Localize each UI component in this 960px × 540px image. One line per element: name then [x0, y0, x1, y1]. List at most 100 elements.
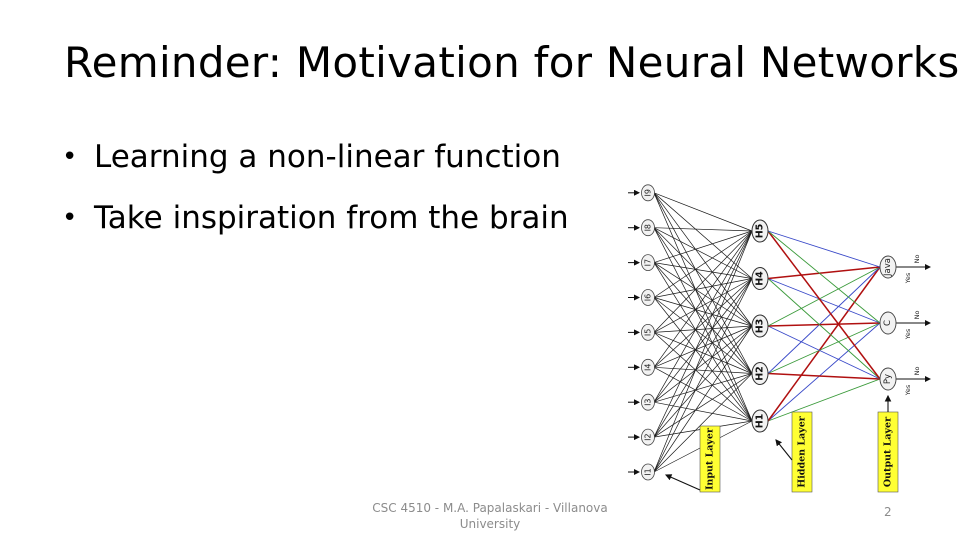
hidden-node	[751, 314, 769, 338]
input-node	[641, 463, 655, 481]
bullet-text: Take inspiration from the brain	[94, 200, 569, 236]
output-no-label: No	[913, 367, 921, 376]
edge-input-hidden	[653, 278, 753, 473]
output-yes-label: Yes	[904, 328, 912, 340]
output-node-label: C	[883, 320, 893, 326]
hidden-node-label: H4	[755, 271, 766, 286]
edge-hidden-output	[767, 230, 881, 380]
slide-title: Reminder: Motivation for Neural Networks	[64, 38, 960, 87]
output-yes-label: Yes	[904, 272, 912, 284]
input-node-label: I4	[644, 364, 653, 371]
edge-hidden-output	[767, 266, 881, 280]
edge-input-hidden	[653, 230, 753, 438]
edge-input-hidden	[653, 297, 753, 327]
edge-input-hidden	[653, 325, 753, 333]
edge-input-hidden	[653, 192, 753, 279]
edge-input-hidden	[653, 230, 753, 263]
edge-input-hidden	[653, 262, 753, 374]
edge-input-hidden	[653, 325, 753, 438]
input-node-label: I8	[644, 224, 653, 231]
input-hidden-edges	[653, 192, 753, 473]
hidden-layer-pointer	[775, 439, 793, 461]
hidden-node	[751, 219, 769, 243]
edge-input-hidden	[653, 325, 753, 403]
edge-input-hidden	[653, 227, 753, 279]
edge-input-hidden	[653, 373, 753, 438]
edge-input-hidden	[653, 227, 753, 232]
bullet-text: Learning a non-linear function	[94, 139, 561, 175]
input-node	[641, 323, 655, 341]
output-no-label: No	[913, 311, 921, 320]
input-node-label: I5	[644, 329, 653, 336]
input-layer-label: Input Layer	[705, 427, 716, 490]
input-node-label: I7	[644, 259, 653, 266]
neural-network-diagram: I1I2I3I4I5I6I7I8I9H1H2H3H4H5PyYesNoCYesN…	[628, 184, 931, 493]
hidden-layer-label-box	[791, 411, 813, 493]
bullet-item: • Learning a non-linear function	[62, 138, 569, 176]
input-node	[641, 289, 655, 306]
edge-hidden-output	[767, 372, 881, 380]
input-node-label: I2	[644, 433, 653, 440]
slide-footer: CSC 4510 - M.A. Papalaskari - Villanova …	[372, 501, 608, 531]
edge-hidden-output	[767, 278, 881, 324]
edge-input-hidden	[653, 278, 753, 298]
edge-hidden-output	[767, 378, 881, 422]
edge-input-hidden	[653, 192, 753, 422]
output-node	[879, 367, 897, 391]
edge-input-hidden	[653, 192, 753, 232]
input-node	[641, 219, 655, 237]
input-node-label: I6	[644, 294, 653, 301]
hidden-node	[751, 409, 769, 433]
input-node-label: I9	[644, 189, 653, 196]
hidden-output-edges	[767, 230, 881, 422]
hidden-node-label: H1	[755, 414, 766, 429]
input-node	[641, 358, 655, 376]
edge-input-hidden	[653, 230, 753, 333]
edge-input-hidden	[653, 230, 753, 473]
edge-input-hidden	[653, 278, 753, 438]
edge-input-hidden	[653, 192, 753, 374]
output-no-label: No	[913, 255, 921, 264]
edge-input-hidden	[653, 262, 753, 327]
edge-input-hidden	[653, 297, 753, 422]
edge-input-hidden	[653, 192, 753, 327]
edge-input-hidden	[653, 401, 753, 422]
edge-input-hidden	[653, 332, 753, 422]
edge-hidden-output	[767, 278, 881, 380]
output-node-label: Py	[883, 374, 893, 384]
bullet-icon: •	[62, 142, 78, 172]
edge-input-hidden	[653, 278, 753, 333]
edge-input-hidden	[653, 262, 753, 279]
hidden-node	[751, 267, 769, 290]
bullet-icon: •	[62, 203, 78, 233]
edge-input-hidden	[653, 227, 753, 422]
edge-input-hidden	[653, 366, 753, 374]
edge-input-hidden	[653, 325, 753, 368]
input-node	[641, 393, 655, 411]
hidden-node-label: H5	[755, 224, 766, 239]
output-yes-label: Yes	[904, 384, 912, 396]
edge-hidden-output	[767, 266, 881, 374]
input-node	[641, 184, 655, 202]
edge-input-hidden	[653, 373, 753, 473]
edge-input-hidden	[653, 230, 753, 298]
edge-hidden-output	[767, 266, 881, 422]
edge-input-hidden	[653, 227, 753, 327]
edge-input-hidden	[653, 278, 753, 403]
hidden-node-label: H3	[755, 319, 766, 334]
bullet-item: • Take inspiration from the brain	[62, 199, 569, 237]
input-arrows	[628, 189, 931, 475]
output-node-label: Java	[883, 258, 893, 277]
edge-input-hidden	[653, 278, 753, 368]
edge-input-hidden	[653, 325, 753, 473]
edge-input-hidden	[653, 230, 753, 368]
network-nodes: I1I2I3I4I5I6I7I8I9H1H2H3H4H5PyYesNoCYesN…	[641, 184, 921, 481]
edge-hidden-output	[767, 230, 881, 324]
edge-input-hidden	[653, 230, 753, 403]
edge-input-hidden	[653, 297, 753, 374]
output-node	[879, 311, 897, 335]
input-layer-label-box	[699, 425, 721, 493]
page-number: 2	[884, 505, 892, 519]
output-layer-label: Output Layer	[883, 416, 894, 487]
